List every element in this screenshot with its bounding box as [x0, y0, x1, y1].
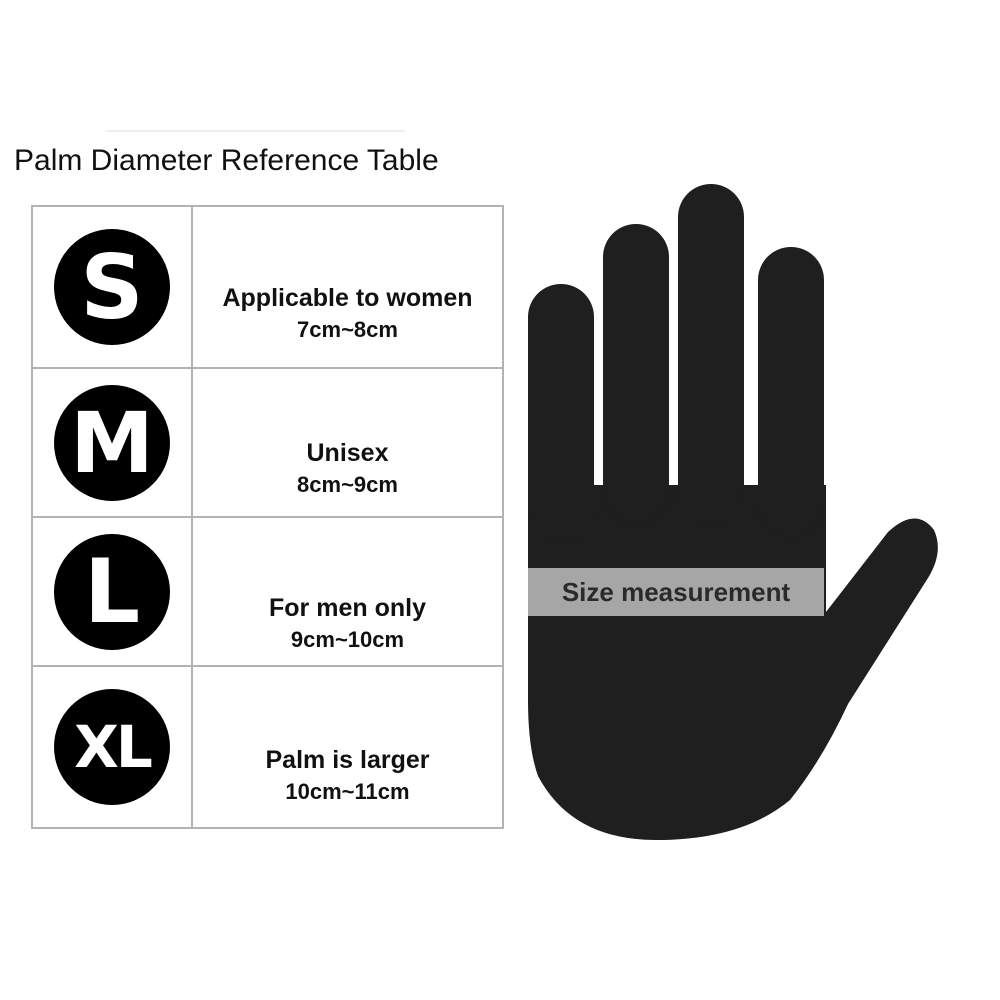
- size-m-description-cell: Unisex 8cm~9cm: [193, 369, 502, 518]
- size-xl-description: Palm is larger 10cm~11cm: [193, 746, 502, 805]
- size-table: S Applicable to women 7cm~8cm M Unisex 8…: [31, 205, 504, 829]
- size-xl-description-cell: Palm is larger 10cm~11cm: [193, 667, 502, 827]
- size-l-label: For men only: [269, 594, 426, 622]
- palm-shape: [528, 485, 938, 840]
- size-xl-badge-cell: XL: [33, 667, 193, 827]
- size-xl-badge-icon: XL: [54, 689, 170, 805]
- size-m-description: Unisex 8cm~9cm: [193, 439, 502, 498]
- hand-silhouette: [528, 184, 938, 840]
- size-s-description: Applicable to women 7cm~8cm: [193, 284, 502, 343]
- size-s-label: Applicable to women: [222, 284, 473, 312]
- size-s-badge-icon: S: [54, 229, 170, 345]
- size-l-description-cell: For men only 9cm~10cm: [193, 518, 502, 667]
- size-l-range: 9cm~10cm: [290, 627, 405, 652]
- size-s-range: 7cm~8cm: [297, 317, 398, 342]
- size-m-label: Unisex: [306, 439, 389, 467]
- middle-finger: [678, 184, 744, 524]
- size-s-badge-cell: S: [33, 207, 193, 369]
- size-xl-range: 10cm~11cm: [285, 779, 410, 804]
- index-finger: [758, 247, 824, 537]
- size-s-description-cell: Applicable to women 7cm~8cm: [193, 207, 502, 369]
- size-l-description: For men only 9cm~10cm: [193, 594, 502, 653]
- size-m-badge-icon: M: [54, 384, 170, 501]
- page-title: Palm Diameter Reference Table: [14, 144, 439, 177]
- size-xl-label: Palm is larger: [265, 746, 430, 774]
- size-measurement-band: Size measurement: [528, 568, 824, 616]
- size-l-badge-cell: L: [33, 518, 193, 667]
- ring-finger: [603, 224, 669, 524]
- little-finger: [528, 284, 594, 544]
- size-m-range: 8cm~9cm: [297, 472, 398, 497]
- size-m-badge-cell: M: [33, 369, 193, 518]
- size-l-badge-icon: L: [54, 533, 170, 650]
- top-divider: [105, 130, 405, 132]
